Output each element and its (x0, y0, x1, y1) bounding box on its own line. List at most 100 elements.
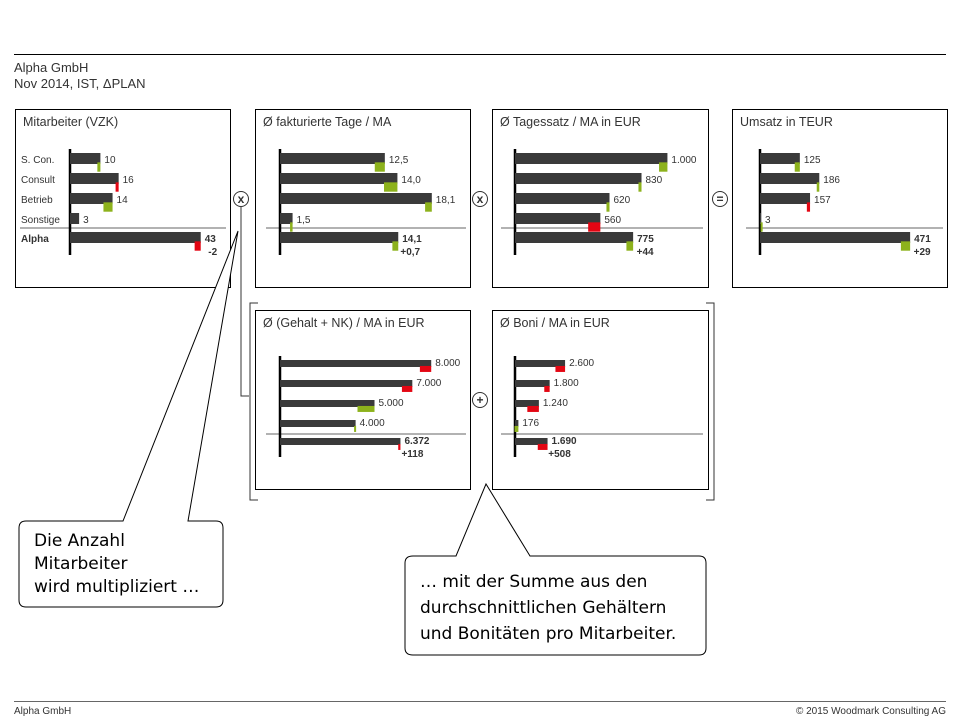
delta-negative (537, 443, 548, 450)
panel-title: Mitarbeiter (VZK) (23, 115, 119, 129)
bar (280, 193, 432, 204)
value-label: 2.600 (569, 358, 594, 369)
delta-negative (194, 241, 201, 251)
value-label: 14,0 (401, 175, 421, 186)
value-label: 1,5 (297, 215, 311, 226)
value-label: 10 (104, 155, 116, 166)
bar (760, 232, 911, 243)
value-label: 1.000 (671, 155, 696, 166)
value-label: 4.000 (360, 418, 385, 429)
equals-operator: = (712, 191, 728, 207)
bar (280, 438, 401, 445)
panel-title: Ø (Gehalt + NK) / MA in EUR (263, 316, 425, 330)
callout-left-text: Die Anzahl Mitarbeiter wird multiplizier… (34, 530, 199, 599)
callout-line: … mit der Summe aus den (420, 572, 648, 592)
bar (760, 193, 811, 204)
value-label: 43 (205, 234, 217, 245)
bar (515, 380, 550, 387)
plus-operator: + (472, 392, 488, 408)
value-label: 12,5 (389, 155, 409, 166)
delta-positive (290, 222, 293, 232)
delta-positive (606, 202, 610, 212)
value-label: 3 (83, 215, 89, 226)
callout-left-bubble (18, 230, 239, 608)
value-label: 186 (823, 175, 840, 186)
category-label: S. Con. (21, 155, 54, 166)
multiply-operator: x (472, 191, 488, 207)
bar (515, 153, 668, 164)
delta-positive (659, 162, 668, 172)
value-label: 775 (637, 234, 654, 245)
value-label: 620 (614, 195, 631, 206)
value-label: 7.000 (416, 378, 441, 389)
page-subtitle: Nov 2014, IST, ΔPLAN (14, 76, 146, 91)
delta-negative (401, 385, 413, 392)
panel-title: Umsatz in TEUR (740, 115, 833, 129)
value-label: 1.800 (554, 378, 579, 389)
value-label: 14 (117, 195, 129, 206)
delta-negative (588, 222, 601, 232)
company-name: Alpha GmbH (14, 60, 89, 75)
bar (515, 400, 539, 407)
delta-positive (425, 202, 432, 212)
bar (280, 360, 432, 367)
delta-label: -2 (208, 247, 217, 258)
value-label: 16 (123, 175, 135, 186)
bar (760, 153, 800, 164)
chart-mitarbeiter: 10S. Con.16Consult14Betrieb3Sonstige43Al… (20, 149, 226, 258)
panel-title: Ø Boni / MA in EUR (500, 316, 610, 330)
footer-rule (14, 701, 946, 702)
delta-positive (97, 162, 101, 172)
value-label: 560 (604, 215, 621, 226)
bar (70, 193, 113, 204)
multiply-operator: x (233, 191, 249, 207)
panel-title: Ø fakturierte Tage / MA (263, 115, 392, 129)
bar (280, 213, 293, 224)
value-label: 3 (765, 215, 771, 226)
value-label: 8.000 (435, 358, 460, 369)
delta-positive (816, 182, 820, 192)
delta-label: +0,7 (400, 247, 420, 258)
delta-positive (354, 425, 357, 432)
delta-positive (626, 241, 634, 251)
chart-tage: 12,514,018,11,514,1+0,7 (266, 149, 466, 258)
bar (70, 213, 80, 224)
value-label: 176 (522, 418, 539, 429)
callout-right-text: … mit der Summe aus den durchschnittlich… (420, 569, 676, 647)
value-label: 157 (814, 195, 831, 206)
footer-company: Alpha GmbH (14, 706, 72, 717)
bar (515, 438, 548, 445)
callout-line: wird multipliziert … (34, 577, 200, 597)
bar (280, 400, 375, 407)
delta-positive (900, 241, 911, 251)
bar (70, 232, 201, 243)
delta-label: +29 (914, 247, 931, 258)
delta-negative (806, 202, 811, 212)
delta-positive (392, 241, 399, 251)
value-label: 5.000 (379, 398, 404, 409)
category-label: Sonstige (21, 215, 60, 226)
delta-positive (103, 202, 113, 212)
bar (760, 213, 761, 224)
delta-label: +508 (548, 449, 571, 460)
value-label: 125 (804, 155, 821, 166)
delta-positive (374, 162, 385, 172)
multiply-connector (240, 207, 249, 397)
panel-title: Ø Tagessatz / MA in EUR (500, 115, 641, 129)
panel-tagessatz: Ø Tagessatz / MA in EUR 1.000 830 620 560 77… (492, 109, 709, 288)
bracket-left (249, 302, 258, 501)
category-label: Betrieb (21, 195, 53, 206)
panel-gehalt: Ø (Gehalt + NK) / MA in EUR 8.000 7.000 5.… (255, 310, 471, 490)
delta-negative (398, 443, 401, 450)
bar (515, 420, 519, 427)
bracket-right (706, 302, 715, 501)
delta-label: +118 (401, 449, 423, 460)
value-label: 18,1 (436, 195, 456, 206)
callout-line: Mitarbeiter (34, 554, 128, 574)
bar (515, 173, 642, 184)
value-label: 830 (646, 175, 663, 186)
